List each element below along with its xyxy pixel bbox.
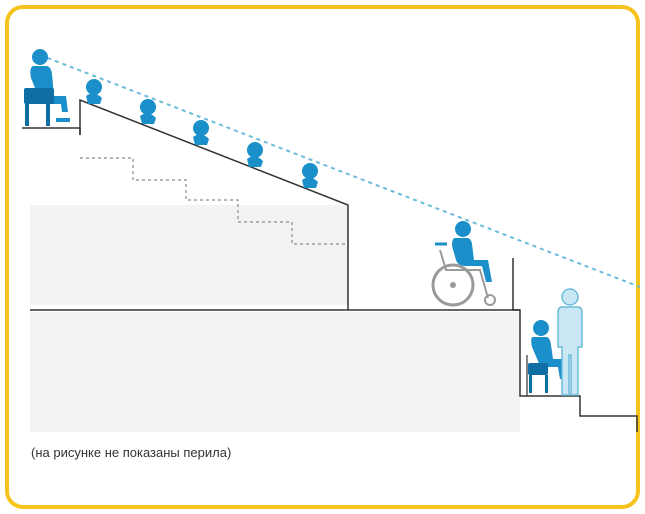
raked-slope: [79, 98, 349, 310]
head-icon: [302, 163, 318, 188]
head-icon: [193, 120, 209, 145]
ghost-steps: [80, 157, 348, 245]
sightline: [39, 54, 641, 288]
seated-spectator-icon: [528, 320, 565, 393]
head-icon: [247, 142, 263, 167]
head-icon: [140, 99, 156, 124]
head-icon: [86, 79, 102, 104]
lower-stairs: [512, 258, 638, 432]
caption: (на рисунке не показаны перила): [31, 445, 232, 460]
seated-spectator-icon: [24, 49, 70, 126]
shade-floor: [30, 312, 520, 432]
shade-left: [30, 205, 348, 305]
wheelchair-user-icon: [431, 221, 496, 307]
upper-platform: [22, 127, 81, 135]
standing-person-icon: [557, 288, 583, 396]
